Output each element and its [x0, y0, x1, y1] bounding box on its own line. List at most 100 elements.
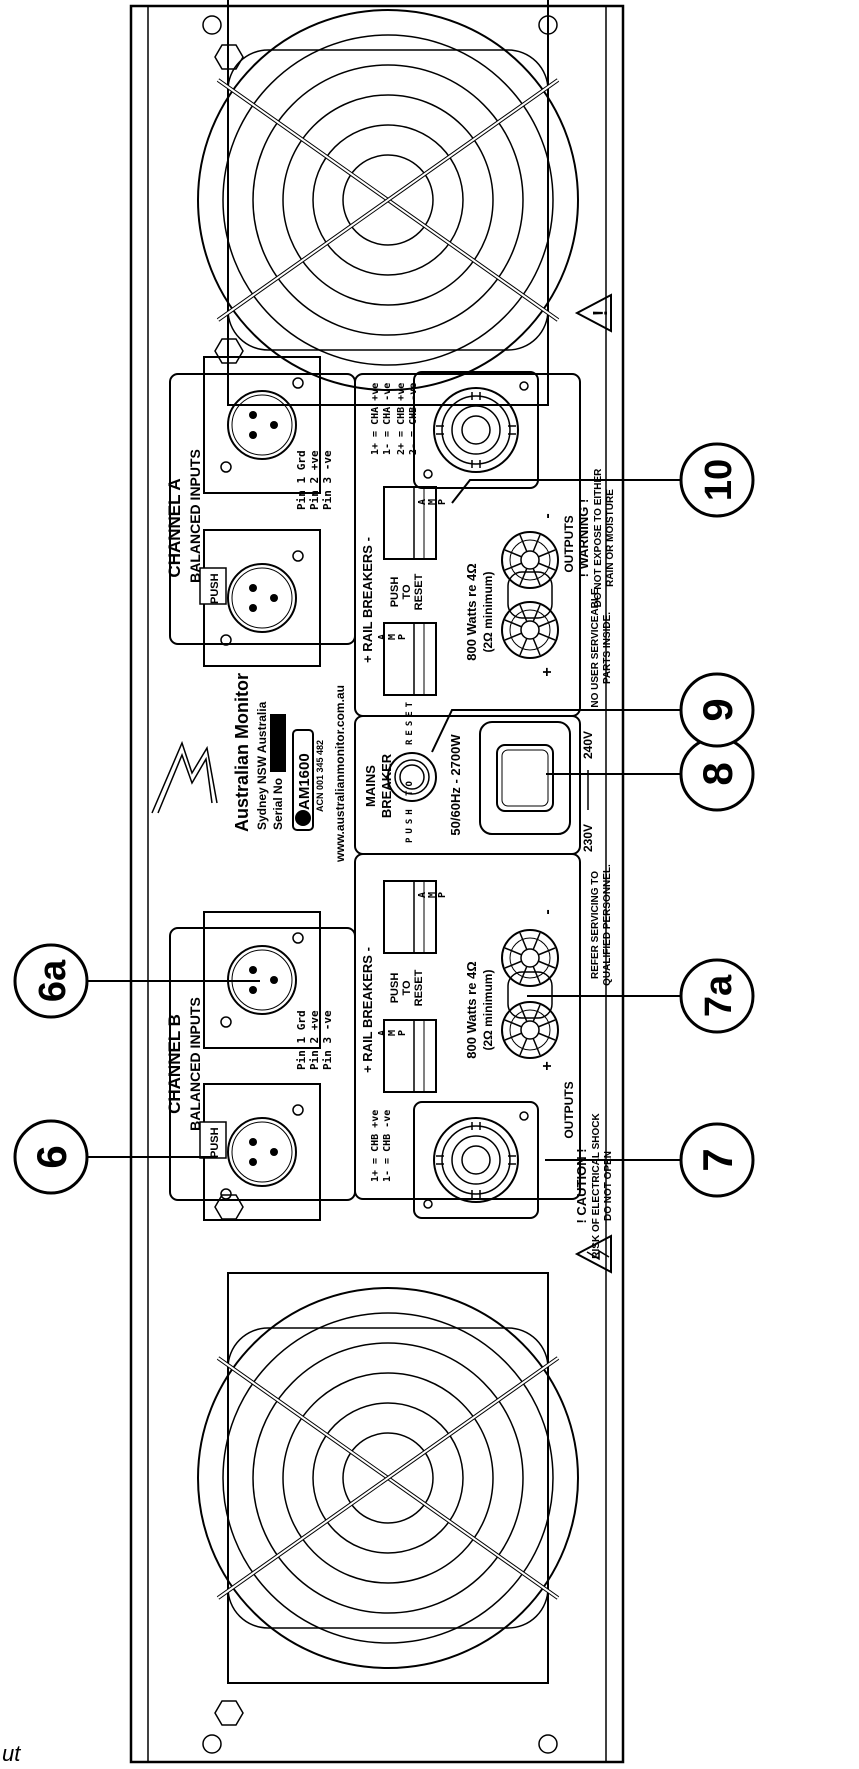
svg-text:PUSH: PUSH: [389, 577, 401, 608]
svg-text:A: A: [417, 499, 428, 505]
svg-text:7a: 7a: [698, 974, 740, 1017]
svg-text:A: A: [377, 634, 388, 640]
svg-text:Serial No: Serial No: [271, 778, 285, 830]
svg-text:RESET: RESET: [405, 698, 415, 745]
svg-text:50/60Hz - 2700W: 50/60Hz - 2700W: [448, 734, 463, 836]
svg-text:Pin 3 -ve: Pin 3 -ve: [321, 1010, 334, 1070]
svg-text:QUALIFIED PERSONNEL.: QUALIFIED PERSONNEL.: [602, 864, 613, 986]
svg-text:PUSH: PUSH: [389, 973, 401, 1004]
svg-text:TO: TO: [401, 980, 413, 996]
callout-6: 6: [13, 1119, 89, 1195]
callout-leaders: [88, 479, 680, 1161]
svg-text:9: 9: [694, 698, 741, 721]
panel-outline: [129, 4, 625, 1764]
svg-text:+ RAIL BREAKERS -: + RAIL BREAKERS -: [360, 947, 375, 1073]
svg-text:240V: 240V: [581, 731, 595, 759]
channel-b-output-section: + RAIL BREAKERS - A M P A M P PUSH TO RE…: [354, 853, 581, 1219]
channel-a-title: CHANNEL A: [165, 478, 184, 577]
svg-text:M: M: [427, 892, 438, 898]
channel-b-inputs: PUSH CHANNEL B BALANCED INPUTS Pin 1 Grd…: [165, 911, 356, 1221]
svg-text:M: M: [387, 634, 398, 640]
svg-text:M: M: [387, 1030, 398, 1036]
shock-triangle-icon: [574, 1234, 612, 1274]
svg-text:RISK OF ELECTRICAL SHOCK: RISK OF ELECTRICAL SHOCK: [591, 1113, 602, 1259]
svg-text:MAINS: MAINS: [363, 765, 378, 807]
svg-text:7: 7: [694, 1148, 741, 1171]
svg-text:Australian Monitor: Australian Monitor: [232, 673, 252, 832]
svg-text:800 Watts re 4Ω: 800 Watts re 4Ω: [464, 961, 479, 1058]
svg-text:OUTPUTS: OUTPUTS: [562, 1081, 576, 1138]
fan-bottom: [196, 1271, 580, 1685]
svg-text:M: M: [427, 499, 438, 505]
svg-text:1- = CHA -ve: 1- = CHA -ve: [382, 383, 393, 455]
svg-text:Pin 1 Grd: Pin 1 Grd: [295, 1010, 308, 1070]
svg-text:1+ = CHB +ve: 1+ = CHB +ve: [370, 1110, 381, 1182]
svg-text:Pin 2 +ve: Pin 2 +ve: [308, 450, 321, 510]
svg-text:800 Watts re 4Ω: 800 Watts re 4Ω: [464, 563, 479, 660]
svg-text:-: -: [539, 909, 556, 914]
svg-text:! CAUTION !: ! CAUTION !: [574, 1148, 589, 1223]
svg-text:RAIN OR MOISTURE: RAIN OR MOISTURE: [605, 489, 616, 587]
svg-text:Pin 3 -ve: Pin 3 -ve: [321, 450, 334, 510]
safety-notices: ! WARNING ! DO NOT EXPOSE TO EITHER RAIN…: [574, 468, 616, 1259]
svg-text:1- = CHB -ve: 1- = CHB -ve: [382, 1110, 393, 1182]
svg-text:PUSH: PUSH: [209, 573, 221, 604]
channel-a-subtitle: BALANCED INPUTS: [187, 449, 203, 583]
svg-text:2- = CHB -ve: 2- = CHB -ve: [408, 383, 419, 455]
svg-text:P: P: [437, 499, 448, 505]
svg-text:Pin 1 Grd: Pin 1 Grd: [295, 450, 308, 510]
warning-triangle-icon: !: [574, 293, 612, 333]
channel-a-output-section: + RAIL BREAKERS - A M P A M P PUSH TO RE…: [354, 371, 581, 717]
svg-text:RESET: RESET: [413, 969, 425, 1006]
branding: Australian Monitor Sydney NSW Australia …: [151, 673, 347, 863]
svg-text:(2Ω minimum): (2Ω minimum): [481, 970, 495, 1051]
svg-text:BREAKER: BREAKER: [379, 753, 394, 818]
svg-text:6: 6: [28, 1145, 75, 1168]
callout-9: 9: [679, 672, 755, 748]
svg-text:230V: 230V: [581, 824, 595, 852]
svg-text:A: A: [377, 1030, 388, 1036]
channel-b-subtitle: BALANCED INPUTS: [187, 997, 203, 1131]
page-text-fragment: ut: [2, 1741, 21, 1766]
channel-a-inputs: PUSH CHANNEL A BALANCED INPUTS Pin 1 Grd…: [165, 356, 356, 667]
svg-text:6a: 6a: [32, 959, 74, 1002]
svg-text:P: P: [397, 634, 408, 640]
svg-text:TO: TO: [401, 584, 413, 600]
svg-text:2+ = CHB +ve: 2+ = CHB +ve: [396, 383, 407, 455]
svg-text:PUSH TO: PUSH TO: [405, 777, 415, 843]
svg-text:P: P: [397, 1030, 408, 1036]
svg-text:PARTS INSIDE.: PARTS INSIDE.: [602, 612, 613, 684]
svg-text:Pin 2 +ve: Pin 2 +ve: [308, 1010, 321, 1070]
svg-text:+ RAIL BREAKERS -: + RAIL BREAKERS -: [360, 537, 375, 663]
svg-text:+: +: [539, 1061, 556, 1070]
svg-text:OUTPUTS: OUTPUTS: [562, 515, 576, 572]
svg-text:DO NOT EXPOSE TO EITHER: DO NOT EXPOSE TO EITHER: [593, 468, 604, 608]
callout-7a: 7a: [679, 958, 755, 1034]
svg-text:(2Ω minimum): (2Ω minimum): [481, 572, 495, 653]
fan-top: [196, 0, 580, 407]
svg-text:Sydney NSW Australia: Sydney NSW Australia: [255, 701, 269, 830]
svg-text:PUSH: PUSH: [209, 1127, 221, 1158]
iec-inlet: [479, 721, 571, 835]
channel-b-title: CHANNEL B: [165, 1014, 184, 1114]
svg-text:A: A: [417, 892, 428, 898]
svg-text:10: 10: [698, 459, 740, 501]
callout-8: 8: [679, 736, 755, 812]
svg-text:NO USER SERVICEABLE: NO USER SERVICEABLE: [590, 588, 601, 708]
callout-7: 7: [679, 1122, 755, 1198]
svg-text:ACN 001 345 482: ACN 001 345 482: [315, 740, 325, 812]
mains-breaker-button: [387, 752, 437, 802]
callout-6a: 6a: [13, 943, 89, 1019]
svg-text:DO NOT OPEN: DO NOT OPEN: [603, 1151, 614, 1221]
australian-monitor-logo-icon: [151, 740, 218, 814]
svg-text:8: 8: [694, 762, 741, 785]
callout-10: 10: [679, 442, 755, 518]
svg-text:www.australianmonitor.com.au: www.australianmonitor.com.au: [333, 685, 347, 863]
svg-text:1+ = CHA +ve: 1+ = CHA +ve: [370, 383, 381, 455]
svg-text:REFER SERVICING TO: REFER SERVICING TO: [590, 871, 601, 979]
svg-text:RESET: RESET: [413, 573, 425, 610]
svg-text:-: -: [539, 513, 556, 518]
svg-text:! WARNING !: ! WARNING !: [576, 499, 591, 578]
corner-screws: [202, 15, 558, 1754]
